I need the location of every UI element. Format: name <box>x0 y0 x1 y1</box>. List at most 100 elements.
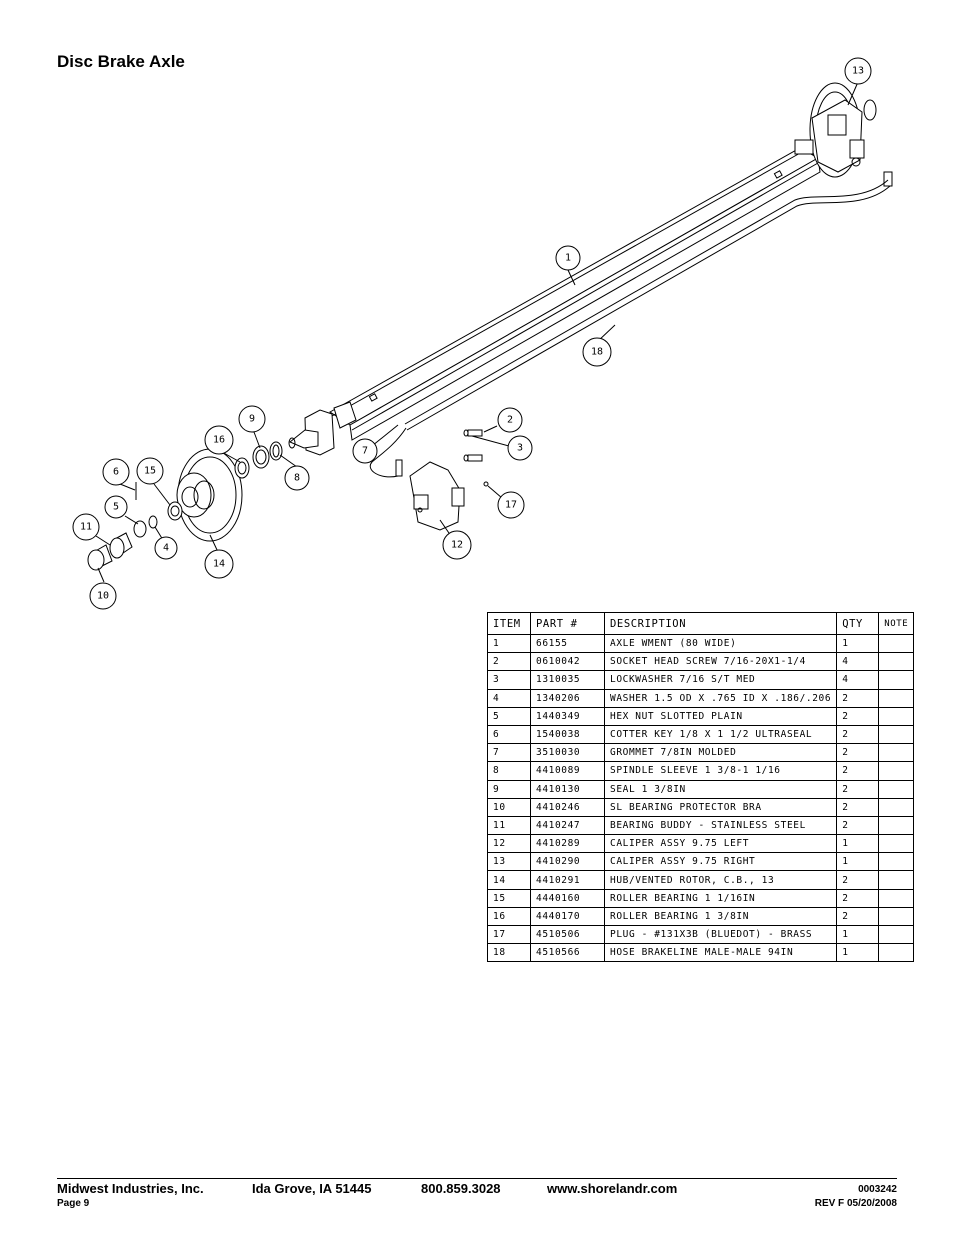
right-hub-assembly <box>794 82 877 178</box>
cell-qty: 1 <box>836 852 880 872</box>
footer-website[interactable]: www.shorelandr.com <box>547 1181 678 1196</box>
cell-item: 13 <box>487 852 531 872</box>
callout-3: 3 <box>507 435 533 461</box>
cell-item: 15 <box>487 888 531 908</box>
callout-14: 14 <box>204 549 234 579</box>
footer-city: Ida Grove, IA 51445 <box>252 1181 372 1196</box>
cell-part-number: 4410289 <box>530 834 605 854</box>
cell-note <box>878 670 915 690</box>
cell-description: SOCKET HEAD SCREW 7/16-20X1-1/4 <box>603 652 838 672</box>
cell-part-number: 1310035 <box>530 670 605 690</box>
header-qty: QTY <box>836 612 880 635</box>
cell-item: 8 <box>487 761 531 781</box>
cell-description: HUB/VENTED ROTOR, C.B., 13 <box>603 870 838 890</box>
callout-12: 12 <box>442 530 472 560</box>
cell-qty: 1 <box>836 943 880 963</box>
cell-qty: 1 <box>836 924 880 945</box>
footer-doc-number: 0003242 <box>858 1184 897 1195</box>
cell-qty: 2 <box>836 797 880 817</box>
svg-text:7: 7 <box>362 446 368 457</box>
cell-item: 6 <box>487 724 531 745</box>
cell-qty: 2 <box>836 743 880 763</box>
left-caliper <box>409 461 465 531</box>
cell-qty: 1 <box>836 834 880 854</box>
cell-part-number: 4440170 <box>530 906 605 927</box>
cell-qty: 4 <box>836 670 880 690</box>
footer-divider <box>57 1178 897 1179</box>
cell-part-number: 3510030 <box>530 743 605 763</box>
callout-5: 5 <box>104 495 128 519</box>
cell-qty: 2 <box>836 761 880 781</box>
cell-item: 5 <box>487 706 531 726</box>
cell-description: AXLE WMENT (80 WIDE) <box>603 633 838 654</box>
cell-part-number: 4410291 <box>530 870 605 890</box>
header-item: ITEM <box>487 612 531 635</box>
cell-description: GROMMET 7/8IN MOLDED <box>603 743 838 763</box>
callout-11: 11 <box>72 513 100 541</box>
cell-note <box>878 815 915 836</box>
cell-part-number: 4440160 <box>530 888 605 908</box>
cell-description: CALIPER ASSY 9.75 RIGHT <box>603 852 838 872</box>
cell-part-number: 1540038 <box>530 724 605 745</box>
cell-item: 2 <box>487 652 531 672</box>
bearing-buddy <box>87 532 133 571</box>
cell-qty: 1 <box>836 633 880 654</box>
cell-description: WASHER 1.5 OD X .765 ID X .186/.206 <box>603 688 838 708</box>
cell-item: 12 <box>487 834 531 854</box>
hub-rotor <box>176 448 243 542</box>
cell-item: 17 <box>487 924 531 945</box>
cell-description: COTTER KEY 1/8 X 1 1/2 ULTRASEAL <box>603 724 838 745</box>
cell-note <box>878 743 915 763</box>
cell-description: HOSE BRAKELINE MALE-MALE 94IN <box>603 943 838 963</box>
cell-part-number: 66155 <box>530 633 605 654</box>
svg-text:14: 14 <box>213 559 225 570</box>
callout-1: 1 <box>555 245 581 271</box>
callout-7: 7 <box>352 438 378 464</box>
cell-part-number: 0610042 <box>530 652 605 672</box>
svg-text:18: 18 <box>591 347 603 358</box>
svg-text:10: 10 <box>97 591 109 602</box>
cell-item: 14 <box>487 870 531 890</box>
table-header-row: ITEM PART # DESCRIPTION QTY NOTE <box>487 612 915 635</box>
cell-qty: 2 <box>836 888 880 908</box>
cell-note <box>878 633 915 654</box>
footer-company: Midwest Industries, Inc. <box>57 1181 204 1196</box>
cell-note <box>878 834 915 854</box>
svg-text:16: 16 <box>213 435 225 446</box>
bearings-and-seals <box>133 441 283 538</box>
svg-text:1: 1 <box>565 253 571 264</box>
cell-description: ROLLER BEARING 1 1/16IN <box>603 888 838 908</box>
brake-line <box>369 171 893 478</box>
svg-text:4: 4 <box>163 543 169 554</box>
svg-text:13: 13 <box>852 66 864 77</box>
cell-note <box>878 924 915 945</box>
cell-note <box>878 706 915 726</box>
callout-18: 18 <box>582 337 612 367</box>
cell-part-number: 4410130 <box>530 779 605 799</box>
cell-note <box>878 943 915 963</box>
header-part-number: PART # <box>530 612 605 635</box>
cell-part-number: 4410089 <box>530 761 605 781</box>
callout-2: 2 <box>497 407 523 433</box>
cell-part-number: 1340206 <box>530 688 605 708</box>
svg-text:17: 17 <box>505 500 517 511</box>
spindle-assembly <box>288 401 357 456</box>
cell-item: 7 <box>487 743 531 763</box>
cell-item: 11 <box>487 815 531 836</box>
cell-qty: 2 <box>836 815 880 836</box>
cell-part-number: 4510506 <box>530 924 605 945</box>
cell-note <box>878 797 915 817</box>
caliper-screws <box>463 429 489 487</box>
cell-note <box>878 779 915 799</box>
cell-part-number: 1440349 <box>530 706 605 726</box>
